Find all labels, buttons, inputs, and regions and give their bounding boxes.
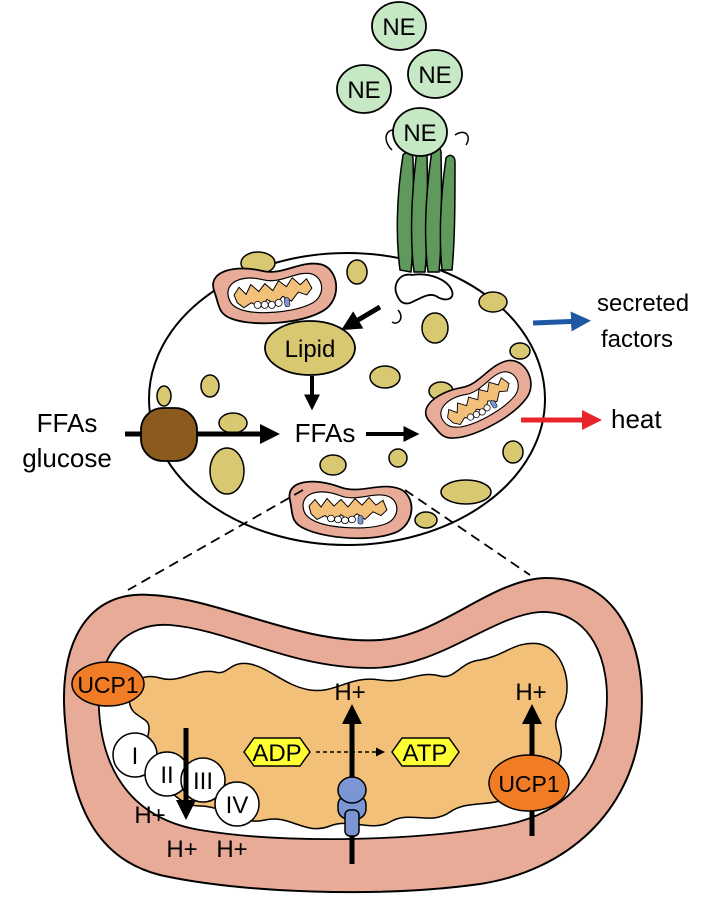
ne-molecule-2: NE [336,64,392,114]
svg-text:UCP1: UCP1 [498,771,559,797]
lipid-label: Lipid [285,336,336,363]
ucp1-right: UCP1 [488,754,570,812]
svg-text:IV: IV [226,792,249,819]
lipid-droplets [156,251,531,529]
heat-label: heat [611,404,662,434]
input-ffas-label: FFAs [37,408,98,438]
secreted-label: secreted [597,290,689,317]
h-plus-4: H+ [334,679,365,706]
svg-text:ADP: ADP [252,740,301,767]
receptor-to-lipid-arrow [341,304,382,331]
complex-ii: II [144,751,190,797]
ne-molecules: NE NE NE NE [336,1,463,157]
atp-synthase [337,776,367,837]
membrane-transporter [140,407,198,462]
mitochondrion-bottom [288,480,413,540]
ne-molecule-1: NE [371,1,427,51]
input-glucose-label: glucose [22,443,112,473]
svg-text:I: I [132,743,139,770]
ne-molecule-bound: NE [392,107,448,157]
lipid-bubble [264,320,356,376]
h-plus-2: H+ [166,836,197,863]
ffas-intracellular-label: FFAs [295,418,356,448]
h-plus-3: H+ [216,836,247,863]
svg-text:II: II [160,762,173,789]
svg-text:NE: NE [347,77,380,104]
atp-badge: ATP [391,737,460,767]
svg-text:UCP1: UCP1 [77,672,138,698]
h-plus-5: H+ [515,679,546,706]
ne-molecule-3: NE [407,49,463,99]
svg-text:NE: NE [418,62,451,89]
complex-iii: III [180,757,226,803]
svg-text:NE: NE [382,14,415,41]
ucp1-left: UCP1 [71,661,145,707]
h-plus-1: H+ [134,802,165,829]
svg-text:III: III [193,768,213,795]
zoom-line-right [404,489,531,576]
secreted-factors-arrow [532,311,591,332]
adrenergic-receptor [385,129,469,324]
adp-badge: ADP [243,737,311,767]
complex-iv: IV [214,781,260,827]
factors-label: factors [601,326,673,353]
zoom-line-left [127,489,304,591]
svg-text:NE: NE [403,120,436,147]
svg-text:ATP: ATP [403,740,448,767]
